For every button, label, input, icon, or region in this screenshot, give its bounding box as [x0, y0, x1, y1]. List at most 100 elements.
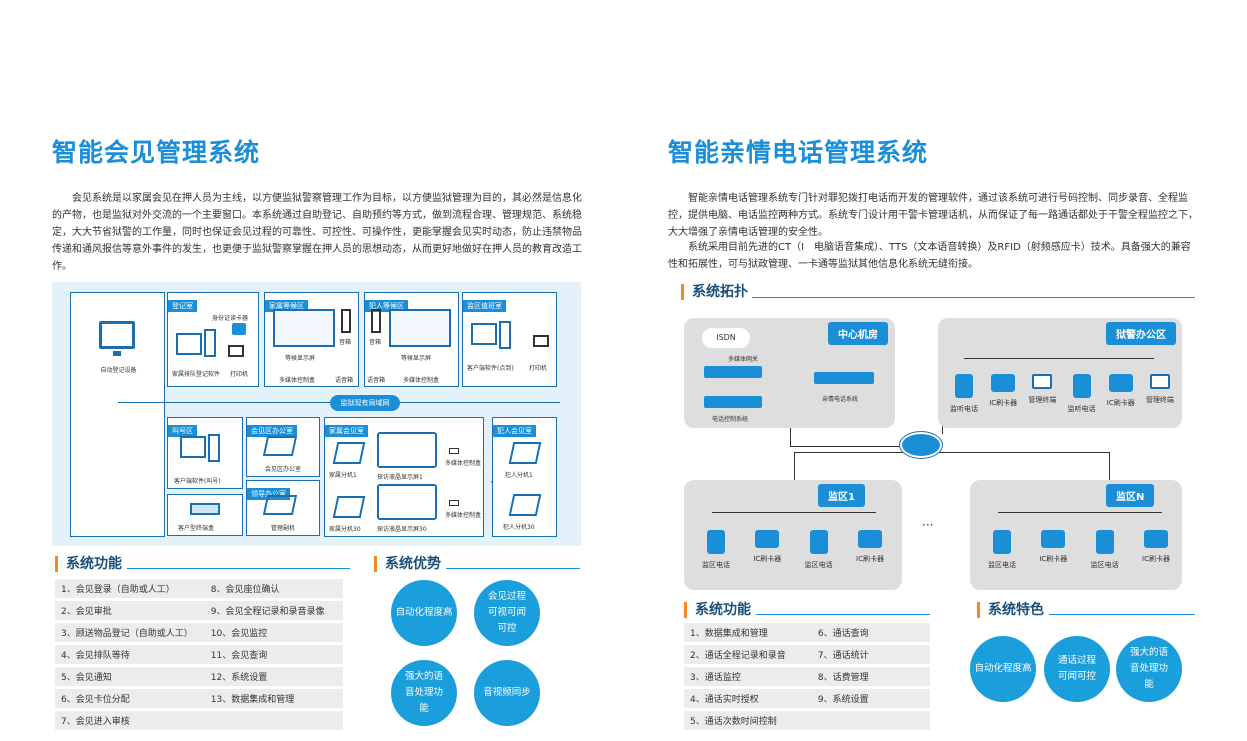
- printer2-label: 打印机: [529, 365, 548, 372]
- section-divider: [752, 297, 1195, 298]
- gateway-label: 多媒体网关: [728, 356, 759, 363]
- self-register-label: 自动登记设备: [100, 367, 137, 374]
- function-item: 6、通话查询: [811, 623, 930, 642]
- device-label: IC刷卡器: [753, 555, 782, 563]
- device-label: 监区电话: [804, 561, 833, 569]
- speaker-label: 音箱: [339, 339, 352, 346]
- control-device-icon: [704, 396, 762, 408]
- advantage-circle: 自动化程度高: [391, 580, 457, 646]
- advantage-circle: 音视频同步: [474, 660, 540, 726]
- wait-screen-icon: [389, 309, 451, 347]
- device-item: IC刷卡器: [1035, 530, 1071, 576]
- function-item: 7、通话统计: [811, 645, 930, 664]
- function-item: 7、会见进入审核: [55, 711, 205, 730]
- control-label: 电话控制系统: [712, 416, 749, 423]
- phone-ext-icon: [332, 442, 366, 464]
- office-label: 会见区办公室: [247, 425, 297, 437]
- link-line: [794, 452, 1110, 453]
- function-item: 10、会见监控: [204, 623, 343, 642]
- call-area-label: 叫号区: [168, 425, 197, 437]
- client-box-zone: 客户型终端盒: [167, 494, 243, 536]
- function-item: 8、话费管理: [811, 667, 930, 686]
- device-item: 监听电话: [1064, 374, 1100, 420]
- function-item: 4、通话实时授权: [684, 689, 812, 708]
- pc-icon: [176, 333, 202, 355]
- monitor-icon: [1149, 374, 1170, 389]
- device-label: IC刷卡器: [1142, 555, 1170, 563]
- id-reader-label: 身份证读卡器: [212, 315, 249, 322]
- reg-room-label: 登记室: [168, 300, 197, 312]
- device-item: 管理终端: [1142, 374, 1178, 420]
- ctrl1-label: 多媒体控制盒: [444, 460, 481, 467]
- monitor-stand-icon: [113, 351, 121, 356]
- leader-office-zone: 领导办公室 管理副机: [246, 480, 320, 536]
- monitor-icon: [1032, 374, 1053, 389]
- phone-icon: [1095, 530, 1114, 554]
- left-title: 智能会见管理系统: [52, 138, 261, 167]
- mm-box-icon: [449, 500, 459, 506]
- device-label: 管理终端: [1145, 396, 1174, 404]
- gateway-device-icon: [704, 366, 762, 378]
- device-label: IC刷卡器: [856, 555, 884, 563]
- supervise-zone: 监区值班室 客户端软件(点到) 打印机: [462, 292, 557, 387]
- wait-screen-icon: [273, 309, 335, 347]
- lan-line: [118, 402, 330, 403]
- office-pc-label: 会见区办公室: [265, 466, 302, 473]
- section-divider: [1049, 614, 1195, 615]
- right-paragraph-1: 智能亲情电话管理系统专门针对罪犯拨打电话而开发的管理软件，通过该系统可进行号码控…: [668, 193, 1198, 238]
- speaker-icon: [371, 309, 381, 333]
- inmate-speech-box-label: 语音箱: [367, 377, 386, 384]
- tower-icon: [208, 434, 220, 462]
- phone-ext-icon: [332, 496, 366, 518]
- feature-circle: 强大的语音处理功能: [1116, 636, 1182, 702]
- device-label: 监区电话: [1090, 561, 1119, 569]
- phone-topology-diagram: 中心机房 ISDN 多媒体网关 电话控制系统 亲情电话系统 狱警办公区 监听电话…: [684, 314, 1199, 594]
- self-register-zone: 自动登记设备: [70, 292, 165, 537]
- card-reader-icon: [1041, 530, 1066, 548]
- device-item: 监区电话: [1087, 530, 1123, 576]
- phone-ext-icon: [508, 442, 542, 464]
- link-line: [712, 512, 876, 513]
- topology-title: 系统拓扑: [681, 284, 748, 300]
- tablet-icon: [262, 495, 298, 515]
- link-line: [998, 512, 1162, 513]
- queue-soft-label: 家属排队登记软件: [172, 371, 221, 378]
- family-wait-zone: 家属等候区 音箱 等候显示屏 多媒体控制盒 语音箱: [264, 292, 359, 387]
- device-item: IC刷卡器: [1138, 530, 1174, 576]
- phone-icon: [809, 530, 828, 554]
- device-label: 监听电话: [1067, 405, 1096, 413]
- link-line: [964, 358, 1154, 359]
- meeting-system-diagram: 自动登记设备 登记室 身份证读卡器 家属排队登记软件 打印机 家属等候区 音箱 …: [52, 282, 581, 546]
- speech-box-label: 语音箱: [335, 377, 354, 384]
- card-reader-icon: [755, 530, 780, 548]
- feature-circle: 自动化程度高: [970, 636, 1036, 702]
- link-line: [794, 452, 795, 482]
- client-box-label: 客户型终端盒: [178, 525, 215, 532]
- terminal-box-icon: [190, 503, 220, 515]
- section-divider: [127, 568, 350, 569]
- feature-circle: 通话过程可闻可控: [1044, 636, 1110, 702]
- section-divider: [756, 614, 930, 615]
- advantages-title: 系统优势: [374, 556, 441, 572]
- zone1-label: 监区1: [818, 484, 865, 507]
- printer-label: 打印机: [230, 371, 249, 378]
- function-item: 3、通话监控: [684, 667, 812, 686]
- table-row: 5、通话次数时间控制: [684, 711, 930, 730]
- inmate-meet-zone: 犯人会见室 犯人分机1 犯人分机30: [492, 417, 557, 537]
- call-area: 叫号区 客户端软件(叫号): [167, 417, 243, 489]
- inmate-mm-box-label: 多媒体控制盒: [403, 377, 440, 384]
- function-item: 1、会见登录（自助或人工）: [55, 579, 205, 598]
- zoneN-label: 监区N: [1106, 484, 1155, 507]
- link-line: [790, 446, 914, 447]
- advantage-circle: 会见过程可视可闻可控: [474, 580, 540, 646]
- phone-icon: [993, 530, 1011, 554]
- phone-icon: [1072, 374, 1091, 398]
- function-item: 9、系统设置: [811, 689, 930, 708]
- device-item: 监区电话: [801, 530, 837, 576]
